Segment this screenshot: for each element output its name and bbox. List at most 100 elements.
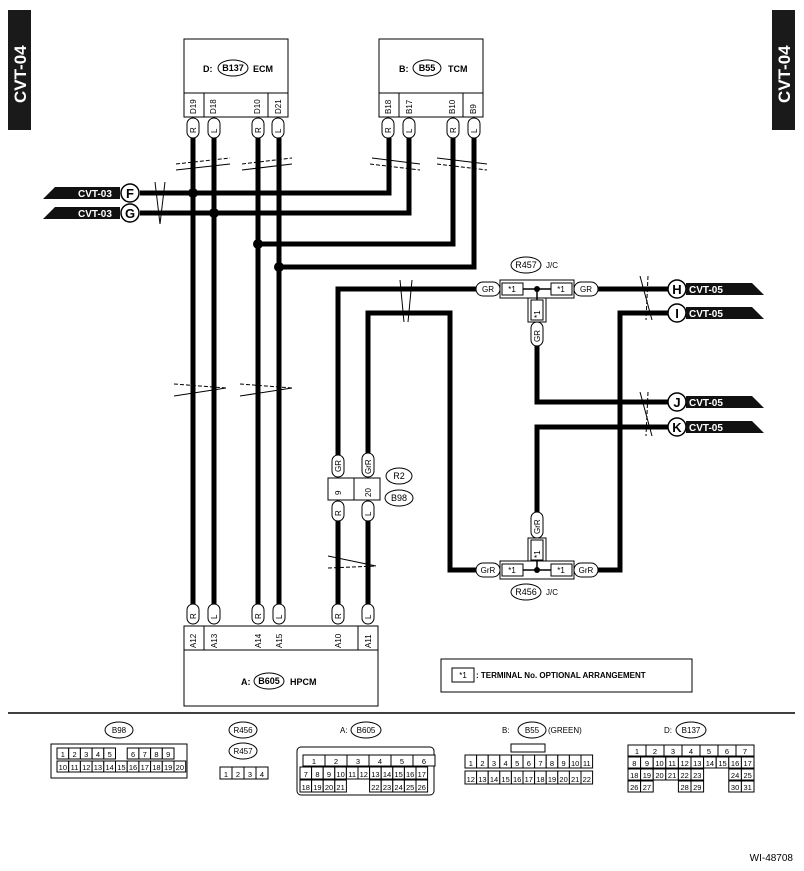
pin-number: 4 [378,757,382,766]
svg-text:R2: R2 [393,471,405,481]
pin-number: 18 [152,763,160,772]
pin-number: 19 [548,775,556,784]
svg-text:R: R [254,613,263,619]
pin-number: 25 [406,783,414,792]
pin-number: 10 [59,763,67,772]
svg-text:*1: *1 [508,566,516,575]
pin-number: 2 [653,747,657,756]
pin-number: 6 [131,750,135,759]
pin-number: 26 [418,783,426,792]
offpage-k: K CVT-05 [667,417,764,437]
hpcm-prefix: A: [241,677,251,687]
offpage-g: CVT-03 G [43,203,140,223]
svg-text:CVT-03: CVT-03 [78,189,112,200]
pin-number: 10 [655,759,663,768]
pin-number: 14 [383,770,391,779]
offpage-h: H CVT-05 [667,279,764,299]
pin-number: 3 [248,770,252,779]
pin-number: 23 [383,783,391,792]
ecm-pin-2: D18 [209,99,218,114]
svg-text:J: J [673,395,680,410]
pin-number: 21 [571,775,579,784]
pin-number: 3 [492,759,496,768]
pin-cell [580,770,594,785]
svg-text:J/C: J/C [546,261,558,270]
svg-text:*1: *1 [533,310,542,318]
svg-text:CVT-03: CVT-03 [78,209,112,220]
ecm-prefix: D: [203,64,213,74]
inline-connector-r2-b98: GR GrR 9 20 R L R2 B98 [327,452,414,522]
pin-number: 27 [643,783,651,792]
ecm-module: D: B137 ECM D19 D18 D10 D21 [183,38,289,118]
pin-number: 1 [224,770,228,779]
pin-number: 5 [707,747,711,756]
pin-number: 8 [154,750,158,759]
svg-text:R: R [189,127,198,133]
pin-number: 20 [559,775,567,784]
pin-number: 19 [313,783,321,792]
pin-number: 26 [630,783,638,792]
pin-number: 15 [718,759,726,768]
svg-text:9: 9 [334,490,343,495]
side-tab-right: CVT-04 [772,10,795,130]
svg-text:20: 20 [364,488,373,497]
svg-text:GrR: GrR [533,519,542,534]
pin-number: 4 [260,770,264,779]
hpcm-colors: R L R L R L [186,603,375,625]
pin-number: 11 [348,770,356,779]
pin-number: 23 [693,771,701,780]
pin-number: 30 [731,783,739,792]
offpage-f: CVT-03 F [43,183,140,203]
pin-number: 18 [536,775,544,784]
pin-number: 14 [706,759,714,768]
pin-number: 8 [315,770,319,779]
pin-number: 6 [725,747,729,756]
tcm-pin-3: B10 [448,99,457,114]
tcm-pin-4: B9 [469,104,478,114]
pin-number: 29 [693,783,701,792]
svg-text:GR: GR [580,285,592,294]
svg-text:I: I [675,306,679,321]
pin-cell [334,779,347,793]
svg-text:CVT-04: CVT-04 [775,45,794,103]
svg-text:G: G [125,206,135,221]
svg-text:L: L [210,614,219,619]
pin-number: 9 [166,750,170,759]
pin-number: 20 [325,783,333,792]
svg-text:*1: *1 [533,550,542,558]
svg-text:L: L [405,128,414,133]
pin-cell [415,766,429,780]
pin-cell [735,744,755,757]
figure-id: WI-48708 [750,853,794,864]
hpcm-module: A12 A13 A14 A15 A10 A11 A: B605 HPCM [183,625,379,707]
svg-text:B55: B55 [525,726,540,735]
pin-number: 19 [164,763,172,772]
pin-number: 18 [630,771,638,780]
tcm-pin-1: B18 [384,99,393,114]
legend: *1 : TERMINAL No. OPTIONAL ARRANGEMENT [440,658,693,693]
svg-text:H: H [672,282,681,297]
pin-number: 8 [632,759,636,768]
svg-text:GrR: GrR [579,566,594,575]
pin-cell [412,754,436,767]
pin-number: 11 [583,759,591,768]
pin-number: 13 [94,763,102,772]
svg-text:R457: R457 [233,747,253,756]
pin-number: 24 [394,783,402,792]
junction-r457: R457 J/C GR GR *1 *1 *1 GR [475,256,599,347]
wires [140,138,668,604]
pin-number: 11 [668,759,676,768]
pin-cell [255,766,269,780]
pin-number: 13 [371,770,379,779]
pin-number: 31 [744,783,752,792]
svg-text:GR: GR [334,460,343,472]
pin-number: 6 [527,759,531,768]
pin-number: 3 [356,757,360,766]
svg-text:CVT-05: CVT-05 [689,309,723,320]
ecm-connector: B137 [222,63,244,73]
pin-number: 2 [236,770,240,779]
pin-number: 9 [562,759,566,768]
pin-cell [690,768,705,781]
pin-number: 3 [84,750,88,759]
